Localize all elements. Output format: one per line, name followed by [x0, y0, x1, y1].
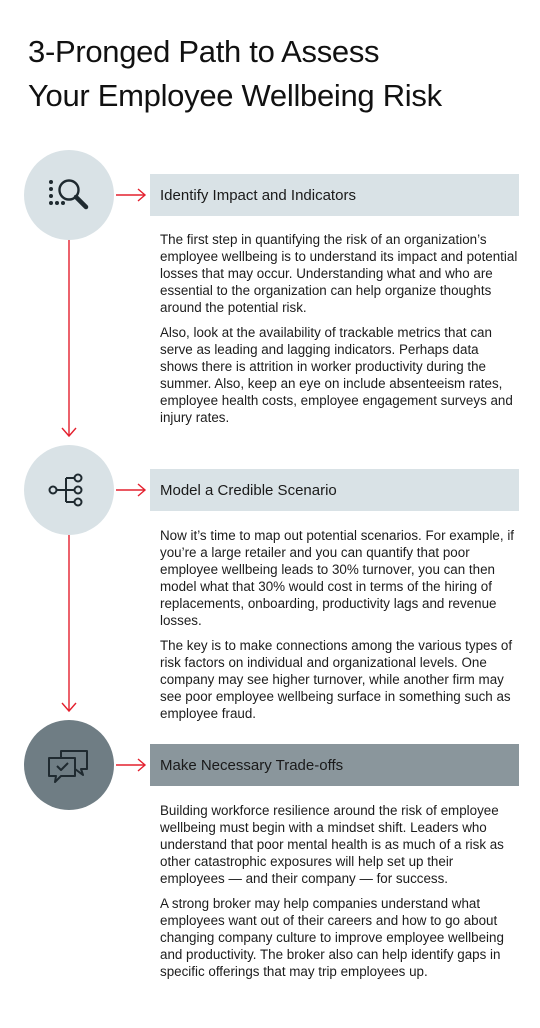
step-3-icon-circle	[24, 720, 114, 810]
step-3-paragraph-1: Building workforce resilience around the…	[160, 803, 504, 886]
step-2-paragraph-1: Now it’s time to map out potential scena…	[160, 528, 515, 628]
step-2-body: Now it’s time to map out potential scena…	[160, 527, 520, 730]
step-2-heading: Model a Credible Scenario	[150, 469, 519, 511]
page-title: 3-Pronged Path to Assess Your Employee W…	[28, 30, 442, 118]
step-1-paragraph-2: Also, look at the availability of tracka…	[160, 325, 513, 425]
step-3-body: Building workforce resilience around the…	[160, 802, 520, 988]
step-1-icon-circle	[24, 150, 114, 240]
magnifier-dots-icon	[49, 179, 89, 210]
chat-check-icon	[48, 750, 88, 783]
step-2-paragraph-2: The key is to make connections among the…	[160, 638, 513, 721]
page-title-line-2: Your Employee Wellbeing Risk	[28, 78, 442, 113]
step-3-heading: Make Necessary Trade-offs	[150, 744, 519, 786]
step-1-paragraph-1: The first step in quantifying the risk o…	[160, 232, 518, 315]
page-title-line-1: 3-Pronged Path to Assess	[28, 34, 380, 69]
branching-nodes-icon	[48, 473, 83, 507]
step-3-paragraph-2: A strong broker may help companies under…	[160, 896, 504, 979]
step-1-body: The first step in quantifying the risk o…	[160, 231, 520, 434]
step-1-heading: Identify Impact and Indicators	[150, 174, 519, 216]
step-2-icon-circle	[24, 445, 114, 535]
